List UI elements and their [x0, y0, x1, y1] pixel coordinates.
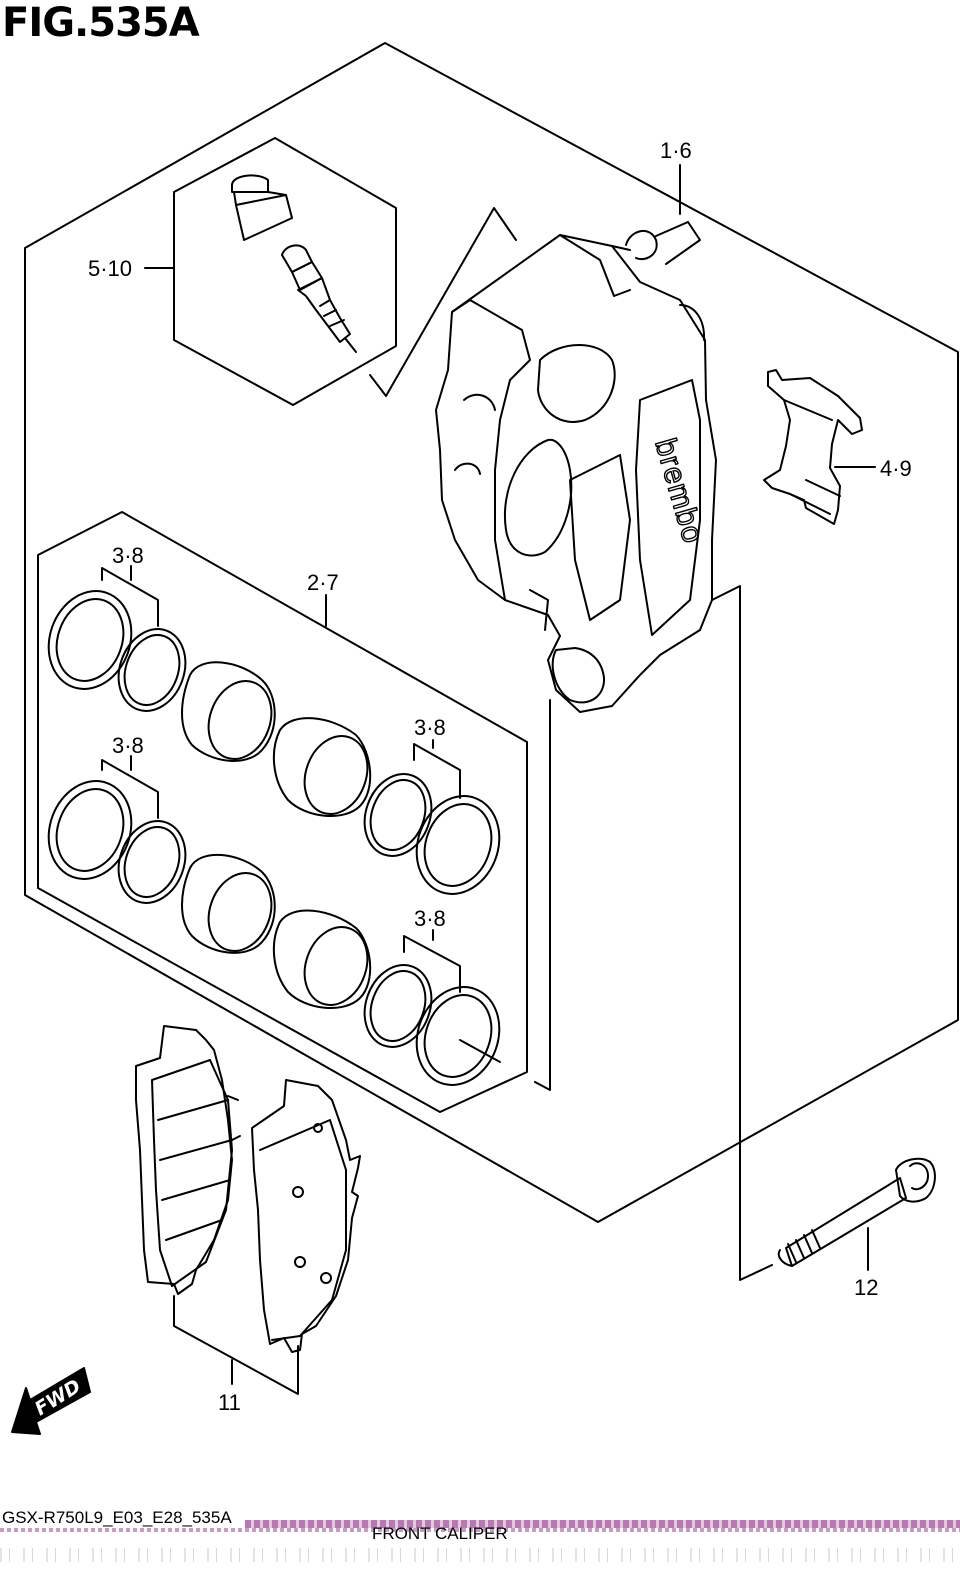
- bleeder-valve: [281, 244, 357, 353]
- footer-caption: FRONT CALIPER: [372, 1524, 508, 1543]
- callout-12: 12: [854, 1275, 878, 1300]
- callout-11: 11: [218, 1390, 241, 1415]
- footer-band: [245, 1520, 960, 1528]
- seal-bracket-d: [403, 935, 461, 993]
- caliper-body: [435, 221, 717, 713]
- piston-seals-row-1: [47, 590, 501, 895]
- fwd-label: FWD: [31, 1375, 85, 1420]
- assembly-outline: [24, 42, 959, 1223]
- footer-band-secondary: [0, 1528, 960, 1532]
- callout-5-10: 5·10: [88, 256, 132, 281]
- piston-seals-row-2: [47, 780, 501, 1086]
- seal-bracket-a: [101, 567, 159, 627]
- bleeder-cap: [231, 174, 293, 241]
- mounting-bracket-line: [711, 585, 773, 1281]
- callout-3-8-d: 3·8: [414, 906, 446, 931]
- caliper-bolt: [777, 1157, 936, 1267]
- seal-bracket-b: [101, 759, 159, 819]
- footer-model-code: GSX-R750L9_E03_E28_535A: [2, 1508, 232, 1527]
- piston-kit-box: [37, 511, 528, 1113]
- figure-title: FIG.535A: [2, 0, 200, 46]
- caliper-exploded-diagram: brembo: [11, 42, 959, 1435]
- pad-bracket: [173, 1295, 299, 1395]
- bleeder-lead-line: [369, 207, 517, 397]
- bleeder-kit-box: [173, 137, 397, 406]
- seal-bracket-c: [413, 743, 461, 799]
- callout-1-6: 1·6: [660, 138, 692, 163]
- callout-3-8-c: 3·8: [414, 715, 446, 740]
- brake-pad-right: [251, 1079, 361, 1353]
- brake-pad-left: [135, 1025, 241, 1295]
- callout-2-7: 2·7: [307, 570, 339, 595]
- callout-3-8-a: 3·8: [112, 543, 144, 568]
- fwd-arrow: FWD: [11, 1367, 91, 1435]
- callout-4-9: 4·9: [880, 456, 912, 481]
- footer-scan-noise: [0, 1548, 960, 1562]
- callout-3-8-b: 3·8: [112, 733, 144, 758]
- pad-spring: [763, 369, 863, 525]
